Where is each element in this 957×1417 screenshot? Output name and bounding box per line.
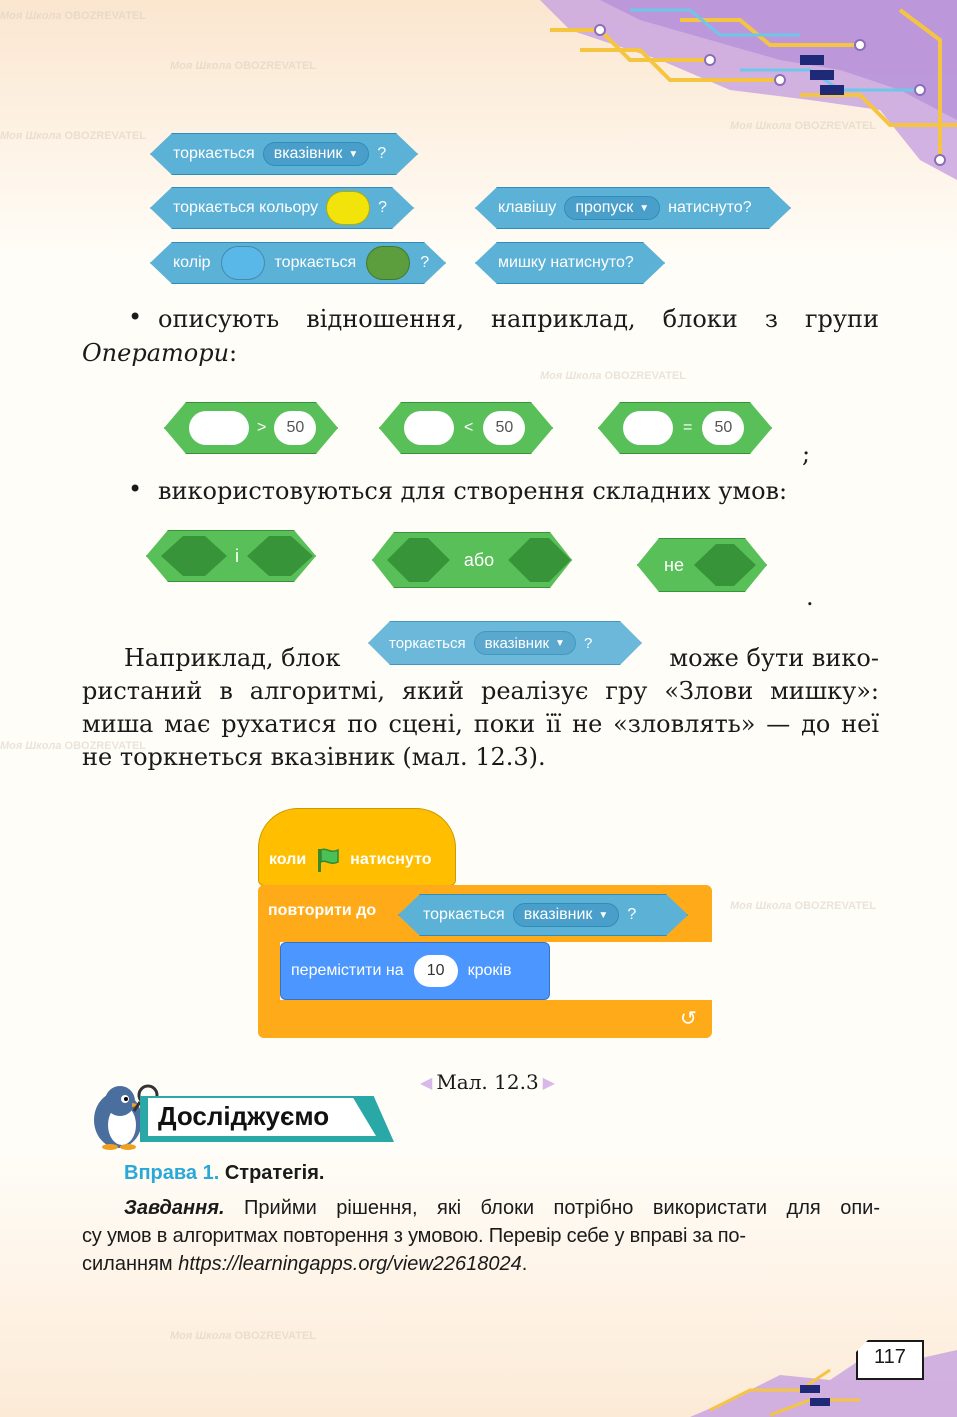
operator-sign: = xyxy=(683,419,693,436)
section-header-inner xyxy=(148,1098,376,1136)
key-dropdown: пропуск▼ xyxy=(564,196,660,220)
complex-conditions-text: використовуються для створення складних … xyxy=(158,477,788,505)
repeat-until-arm xyxy=(258,940,280,1002)
exercise-title: Вправа 1. Стратегія. xyxy=(124,1162,325,1184)
chevron-down-icon: ▼ xyxy=(639,202,650,214)
operators-group-name: Оператори xyxy=(82,339,230,367)
empty-condition-slot xyxy=(161,536,227,576)
block-label: клавішу xyxy=(498,199,557,216)
relations-paragraph: описують відношення, наприклад, блоки з … xyxy=(158,305,879,333)
page-number-box xyxy=(856,1340,924,1380)
loop-arrow-icon: ↺ xyxy=(680,1006,697,1030)
logic-and-block: і xyxy=(146,530,316,582)
empty-condition-slot xyxy=(694,544,756,586)
operator-sign: > xyxy=(257,419,267,436)
block-label: торкається xyxy=(274,254,357,271)
question-mark: ? xyxy=(420,254,430,271)
repeat-until-foot xyxy=(258,1000,712,1038)
question-mark: ? xyxy=(377,145,387,162)
pointer-dropdown: вказівник▼ xyxy=(263,142,370,166)
block-color-touches: колір торкається ? xyxy=(150,242,446,284)
logic-not-block: не xyxy=(637,538,767,592)
block-label: торкається xyxy=(173,145,255,162)
operand-value: 50 xyxy=(274,411,316,445)
condition-touching-pointer: торкається вказівник▼ ? xyxy=(398,894,688,936)
pointer-dropdown: вказівник▼ xyxy=(513,903,620,927)
operator-equal: = 50 xyxy=(598,402,772,454)
operand-empty xyxy=(404,411,454,445)
example-paragraph-line1: Наприклад, блок xyxy=(124,644,341,672)
caption-left-arrow-icon: ◀ xyxy=(420,1072,433,1092)
color-swatch-yellow xyxy=(326,191,370,225)
steps-input: 10 xyxy=(413,955,458,987)
block-mouse-down: мишку натиснуто? xyxy=(475,242,665,284)
empty-condition-slot xyxy=(387,538,450,582)
color-swatch-blue xyxy=(221,246,265,280)
block-touching-pointer: торкається вказівник▼ ? xyxy=(150,133,418,175)
example-paragraph-line4: не торкнеться вказівник (мал. 12.3). xyxy=(82,743,546,771)
exercise-task: Завдання. Прийми рішення, які блоки потр… xyxy=(124,1197,880,1219)
move-steps-block: перемістити на 10 кроків xyxy=(280,942,550,1000)
pointer-dropdown: вказівник▼ xyxy=(474,631,576,655)
caption-right-arrow-icon: ▶ xyxy=(542,1072,555,1092)
block-label: натиснуто? xyxy=(668,199,752,216)
bullet: • xyxy=(128,475,143,503)
empty-condition-slot xyxy=(508,538,571,582)
example-paragraph-line3: миша має рухатися по сцені, поки її не «… xyxy=(82,710,879,738)
operator-sign: < xyxy=(464,419,474,436)
bullet: • xyxy=(128,303,143,331)
logic-label: і xyxy=(235,545,239,566)
color-swatch-green xyxy=(366,246,410,280)
section-title: Досліджуємо xyxy=(158,1101,330,1131)
logic-label: не xyxy=(664,554,684,575)
operand-value: 50 xyxy=(483,411,525,445)
penguin-mascot-icon xyxy=(94,1084,159,1150)
operator-less: < 50 xyxy=(379,402,553,454)
figure-caption: ◀ Мал. 12.3 ▶ xyxy=(420,1070,555,1094)
page-number: 117 xyxy=(874,1346,906,1368)
exercise-link[interactable]: https://learningapps.org/view22618024 xyxy=(178,1253,522,1275)
inline-block-touching-pointer: торкається вказівник▼ ? xyxy=(368,621,642,665)
period: . xyxy=(806,583,814,611)
example-paragraph-line2: ристаний в алгоритмі, який реалізує гру … xyxy=(82,677,879,705)
operator-greater: > 50 xyxy=(164,402,338,454)
semicolon: ; xyxy=(802,440,811,468)
operand-value: 50 xyxy=(702,411,744,445)
operand-empty xyxy=(189,411,249,445)
block-touching-color: торкається кольору ? xyxy=(150,187,414,229)
block-label: мишку натиснуто? xyxy=(498,254,634,271)
empty-condition-slot xyxy=(247,536,313,576)
chevron-down-icon: ▼ xyxy=(348,148,359,160)
block-label: торкається кольору xyxy=(173,199,319,216)
logic-label: або xyxy=(463,549,495,570)
chevron-down-icon: ▼ xyxy=(598,909,609,921)
chevron-down-icon: ▼ xyxy=(555,637,565,649)
circuit-decoration-top xyxy=(540,0,957,180)
event-when-flag-clicked: коли натиснуто xyxy=(258,808,456,886)
relations-paragraph-line2: Оператори: xyxy=(82,339,238,367)
logic-or-block: або xyxy=(372,532,572,588)
exercise-task-line3: силанням https://learningapps.org/view22… xyxy=(82,1253,528,1275)
exercise-task-line2: су умов в алгоритмах повторення з умовою… xyxy=(82,1225,746,1247)
example-paragraph-end: може бути вико- xyxy=(669,644,879,672)
repeat-until-label: повторити до xyxy=(268,902,377,919)
operand-empty xyxy=(623,411,673,445)
question-mark: ? xyxy=(378,199,388,216)
block-label: колір xyxy=(173,254,211,271)
green-flag-icon xyxy=(318,848,339,872)
block-key-pressed: клавішу пропуск▼ натиснуто? xyxy=(475,187,791,229)
